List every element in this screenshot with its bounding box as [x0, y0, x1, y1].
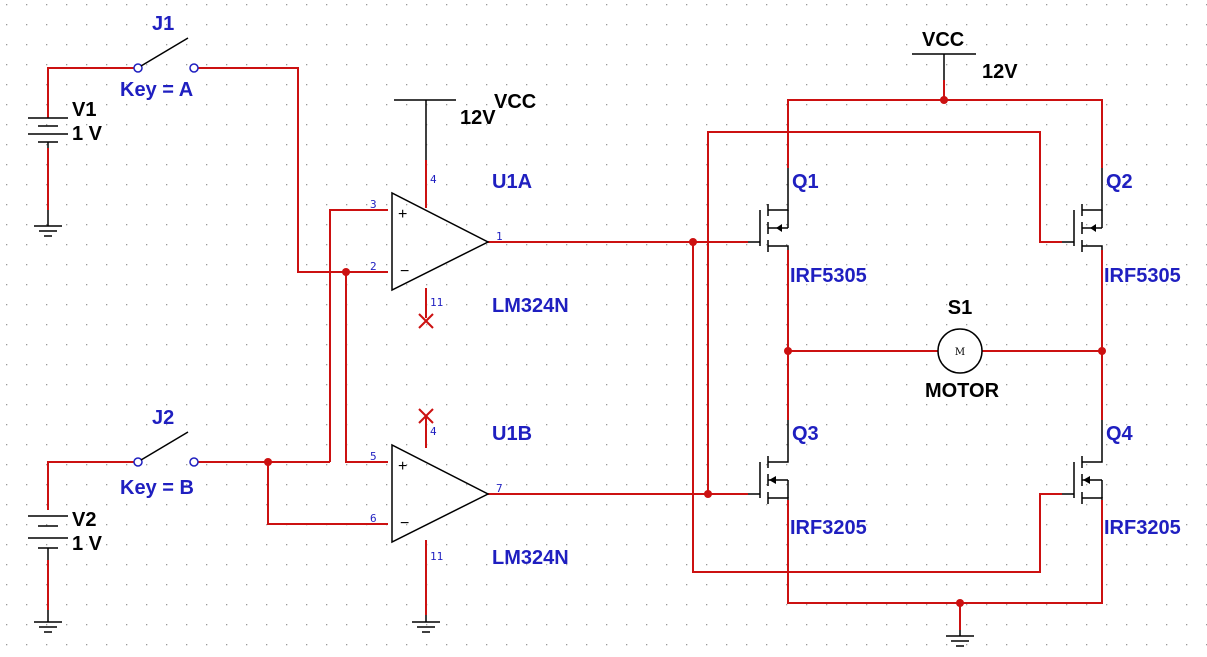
switch-j2[interactable]: J2 Key = B [120, 407, 199, 499]
s1-ref-label: S1 [948, 297, 972, 319]
junction-dot [704, 490, 712, 498]
v2-ref-label: V2 [72, 509, 96, 531]
pin-number: 4 [430, 425, 437, 438]
u1b-ref-label: U1B [492, 423, 532, 445]
wire [692, 242, 1062, 573]
pin-number: 6 [370, 512, 377, 525]
battery-v2[interactable]: V2 1 V [28, 509, 103, 560]
no-connect-icon [418, 313, 434, 329]
motor-symbol: M [955, 347, 965, 358]
pin-number: 5 [370, 450, 377, 463]
pin-number: 11 [430, 550, 443, 563]
wires [47, 67, 1103, 630]
wire [267, 462, 388, 525]
q1-ref-label: Q1 [792, 171, 819, 193]
minus-sign: − [400, 263, 409, 280]
wire [47, 461, 134, 510]
ground-icon [946, 630, 974, 647]
j2-ref-label: J2 [152, 407, 174, 429]
j2-key-label: Key = B [120, 477, 194, 499]
no-connect-icon [418, 408, 434, 424]
wire [787, 500, 1103, 604]
vcc-supply-bridge: VCC 12V [912, 29, 1018, 83]
j1-ref-label: J1 [152, 13, 174, 35]
switch-j1[interactable]: J1 Key = A [120, 13, 199, 101]
pin-number: 11 [430, 296, 443, 309]
opamp-u1b[interactable]: + − 5 6 7 4 11 U1B LM324N [370, 423, 569, 569]
junction-dot [689, 238, 697, 246]
j1-key-label: Key = A [120, 79, 193, 101]
u1a-part-label: LM324N [492, 295, 569, 317]
plus-sign: + [398, 458, 407, 475]
q4-ref-label: Q4 [1106, 423, 1134, 445]
motor-s1[interactable]: M S1 MOTOR [925, 297, 1000, 402]
pin-number: 2 [370, 260, 377, 273]
opamp-u1a[interactable]: + − 3 2 1 4 11 U1A LM324N [370, 171, 569, 317]
ground-icon [412, 615, 440, 633]
pin-number: 7 [496, 482, 503, 495]
mosfet-q2[interactable]: Q2 IRF5305 [1062, 168, 1181, 287]
pin-number: 3 [370, 198, 377, 211]
q3-ref-label: Q3 [792, 423, 819, 445]
v2-value-label: 1 V [72, 533, 103, 555]
q3-part-label: IRF3205 [790, 517, 867, 539]
vcc-name-label: VCC [922, 29, 964, 51]
wire [329, 209, 388, 462]
wire [707, 131, 1062, 494]
battery-v1[interactable]: V1 1 V [28, 99, 103, 148]
vcc-supply-opamp: VCC 12V [394, 91, 536, 160]
pin-number: 1 [496, 230, 503, 243]
vcc-voltage-label: 12V [460, 107, 496, 129]
junction-dot [784, 347, 792, 355]
mosfet-q4[interactable]: Q4 IRF3205 [1062, 420, 1181, 539]
minus-sign: − [400, 515, 409, 532]
u1a-ref-label: U1A [492, 171, 532, 193]
wire [47, 67, 134, 118]
v1-value-label: 1 V [72, 123, 103, 145]
junction-dot [940, 96, 948, 104]
mosfet-q3[interactable]: Q3 IRF3205 [748, 420, 867, 539]
wire [345, 272, 388, 463]
q2-part-label: IRF5305 [1104, 265, 1181, 287]
junction-dot [956, 599, 964, 607]
q2-ref-label: Q2 [1106, 171, 1133, 193]
junctions [264, 96, 1106, 607]
motor-name-label: MOTOR [925, 380, 1000, 402]
junction-dot [1098, 347, 1106, 355]
vcc-voltage-label: 12V [982, 61, 1018, 83]
vcc-name-label: VCC [494, 91, 536, 113]
plus-sign: + [398, 206, 407, 223]
v1-ref-label: V1 [72, 99, 96, 121]
mosfet-q1[interactable]: Q1 IRF5305 [748, 168, 867, 287]
junction-dot [342, 268, 350, 276]
ground-icon [34, 610, 62, 633]
q4-part-label: IRF3205 [1104, 517, 1181, 539]
pin-number: 4 [430, 173, 437, 186]
q1-part-label: IRF5305 [790, 265, 867, 287]
junction-dot [264, 458, 272, 466]
u1b-part-label: LM324N [492, 547, 569, 569]
ground-icon [34, 210, 62, 237]
